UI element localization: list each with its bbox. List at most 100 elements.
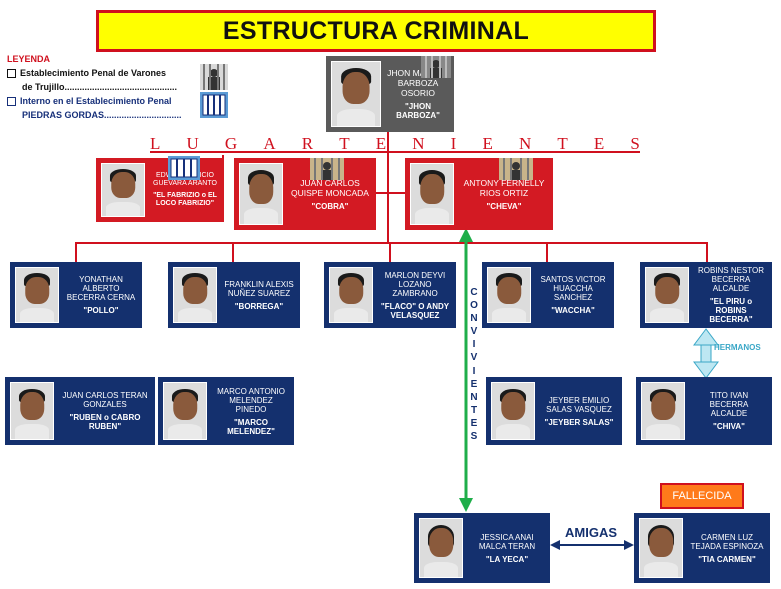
legend-item-label-2: de Trujillo.............................…	[22, 82, 178, 92]
letter: I	[450, 134, 457, 153]
member-alias: "LA YECA"	[485, 554, 529, 564]
lieutenant-card-cheva[interactable]: ANTONY FERNELLY RIOS ORTIZ "CHEVA"	[405, 158, 553, 230]
leader-name: JHON MARLON BARBOZA OSORIO	[387, 68, 449, 98]
letter: E	[470, 378, 478, 390]
member-name: JUAN CARLOS QUISPE MONCADA	[291, 177, 369, 198]
member-photo	[419, 518, 463, 578]
letter: E	[470, 417, 478, 429]
prison-cell-icon	[421, 56, 451, 78]
legend-heading: LEYENDA	[7, 54, 51, 64]
letter: N	[470, 313, 478, 325]
prison-cell-icon	[310, 158, 344, 180]
member-photo	[239, 163, 283, 225]
prison-cell-icon	[499, 158, 533, 180]
legend-item-label-2: PIEDRAS GORDAS..........................…	[22, 110, 182, 120]
letter: N	[412, 134, 425, 153]
lugartenientes-label: L U G A R T E N I E N T E S	[150, 134, 640, 154]
amigas-label: AMIGAS	[565, 525, 617, 540]
member-photo	[15, 267, 59, 323]
lugartenientes-underline	[150, 151, 640, 153]
letter: O	[470, 300, 478, 312]
member-alias: "EL PIRU o ROBINS BECERRA"	[709, 297, 753, 324]
lieutenant-card-fabrizio[interactable]: EDWIN FABRICIO GUEVARA ARANTO "EL FABRIZ…	[96, 156, 224, 222]
letter: T	[470, 404, 478, 416]
letter: E	[375, 134, 387, 153]
member-alias: "BORREGA"	[234, 301, 284, 311]
member-card-la-yeca[interactable]: JESSICA ANAI MALCA TERAN"LA YECA"	[414, 513, 550, 583]
member-alias: "RUBEN o CABRO RUBEN"	[69, 413, 141, 431]
member-card-tia-carmen[interactable]: CARMEN LUZ TEJADA ESPINOZA "TIA CARMEN"	[634, 513, 770, 583]
member-alias: "TIA CARMEN"	[698, 554, 756, 564]
checkbox-icon	[7, 97, 16, 107]
member-photo	[10, 382, 54, 440]
hermanos-arrow	[693, 328, 719, 379]
leader-alias: "JHON BARBOZA"	[396, 102, 440, 120]
prison-cell-icon	[200, 64, 228, 90]
member-alias: "FLACO" O ANDY VELASQUEZ	[380, 301, 450, 320]
member-alias: "WACCHA"	[551, 306, 595, 315]
member-card-waccha[interactable]: SANTOS VICTOR HUACCHA SANCHEZ "WACCHA"	[482, 262, 614, 328]
member-alias: "JEYBER SALAS"	[544, 417, 614, 427]
member-photo	[487, 267, 531, 323]
member-name: CARMEN LUZ TEJADA ESPINOZA	[690, 532, 764, 551]
member-name: ROBINS NESTOR BECERRA ALCALDE	[697, 266, 765, 293]
letter: I	[472, 365, 476, 377]
letter: V	[470, 352, 478, 364]
letter: E	[482, 134, 493, 153]
member-photo	[101, 163, 145, 217]
checkbox-icon	[7, 69, 16, 79]
letter: L	[150, 134, 161, 153]
member-alias: "CHEVA"	[486, 201, 522, 211]
letter: T	[557, 134, 568, 153]
letter: S	[630, 134, 640, 153]
letter: T	[339, 134, 350, 153]
member-card-borrega[interactable]: FRANKLIN ALEXIS NUÑEZ SUAREZ "BORREGA"	[168, 262, 300, 328]
member-card-chiva[interactable]: TITO IVAN BECERRA ALCALDE "CHIVA"	[636, 377, 772, 445]
member-photo	[645, 267, 689, 323]
member-alias: "POLLO"	[83, 306, 119, 315]
hermanos-label: HERMANOS	[714, 343, 761, 352]
member-name: MARCO ANTONIO MELENDEZ PINEDO	[217, 386, 285, 414]
member-card-ruben[interactable]: JUAN CARLOS TERAN GONZALES"RUBEN o CABRO…	[5, 377, 155, 445]
member-name: YONATHAN ALBERTO BECERRA CERNA	[66, 275, 136, 302]
member-alias: "COBRA"	[311, 201, 349, 211]
member-photo	[410, 163, 454, 225]
letter: N	[518, 134, 532, 153]
member-photo	[639, 518, 683, 578]
letter: I	[472, 339, 476, 351]
member-alias: "CHIVA"	[713, 422, 745, 431]
member-card-pollo[interactable]: YONATHAN ALBERTO BECERRA CERNA "POLLO"	[10, 262, 142, 328]
fallecida-badge: FALLECIDA	[660, 483, 744, 509]
legend-item-piedras-gordas: Interno en el Establecimiento Penal PIED…	[7, 94, 202, 122]
member-card-jeyber[interactable]: JEYBER EMILIO SALAS VASQUEZ"JEYBER SALAS…	[486, 377, 622, 445]
title-text: ESTRUCTURA CRIMINAL	[222, 16, 530, 45]
member-name: MARLON DEYVI LOZANO ZAMBRANO	[384, 270, 446, 298]
member-name: ANTONY FERNELLY RIOS ORTIZ	[463, 177, 545, 198]
letter: R	[301, 134, 314, 153]
letter: S	[470, 431, 478, 443]
member-photo	[173, 267, 217, 323]
legend-item-label: Interno en el Establecimiento Penal	[20, 96, 172, 106]
legend-item-trujillo: Establecimiento Penal de Varones de Truj…	[7, 66, 202, 94]
letter: G	[224, 134, 238, 153]
member-card-flaco[interactable]: MARLON DEYVI LOZANO ZAMBRANO "FLACO" O AN…	[324, 262, 456, 328]
chart-title: ESTRUCTURA CRIMINAL	[96, 10, 656, 52]
lieutenant-card-cobra[interactable]: JUAN CARLOS QUISPE MONCADA "COBRA"	[234, 158, 376, 230]
member-photo	[491, 382, 535, 440]
member-alias: "EL FABRIZIO o EL LOCO FABRIZIO"	[153, 192, 217, 207]
letter: U	[186, 134, 199, 153]
letter: A	[263, 134, 276, 153]
legend-item-label: Establecimiento Penal de Varones	[20, 68, 167, 78]
member-name: FRANKLIN ALEXIS NUÑEZ SUAREZ	[224, 279, 294, 298]
leader-card[interactable]: JHON MARLON BARBOZA OSORIO "JHON BARBOZA…	[326, 56, 454, 132]
letter: E	[593, 134, 605, 153]
member-card-piru[interactable]: ROBINS NESTOR BECERRA ALCALDE "EL PIRU o …	[640, 262, 772, 328]
member-alias: "MARCO MELENDEZ"	[227, 417, 275, 436]
member-name: TITO IVAN BECERRA ALCALDE	[709, 391, 749, 418]
convivientes-label: C O N V I V I E N T E S	[467, 286, 481, 443]
letter: N	[470, 391, 478, 403]
member-card-marco[interactable]: MARCO ANTONIO MELENDEZ PINEDO "MARCO MELE…	[158, 377, 294, 445]
member-name: SANTOS VICTOR HUACCHA SANCHEZ	[540, 275, 606, 302]
letter: V	[470, 326, 478, 338]
